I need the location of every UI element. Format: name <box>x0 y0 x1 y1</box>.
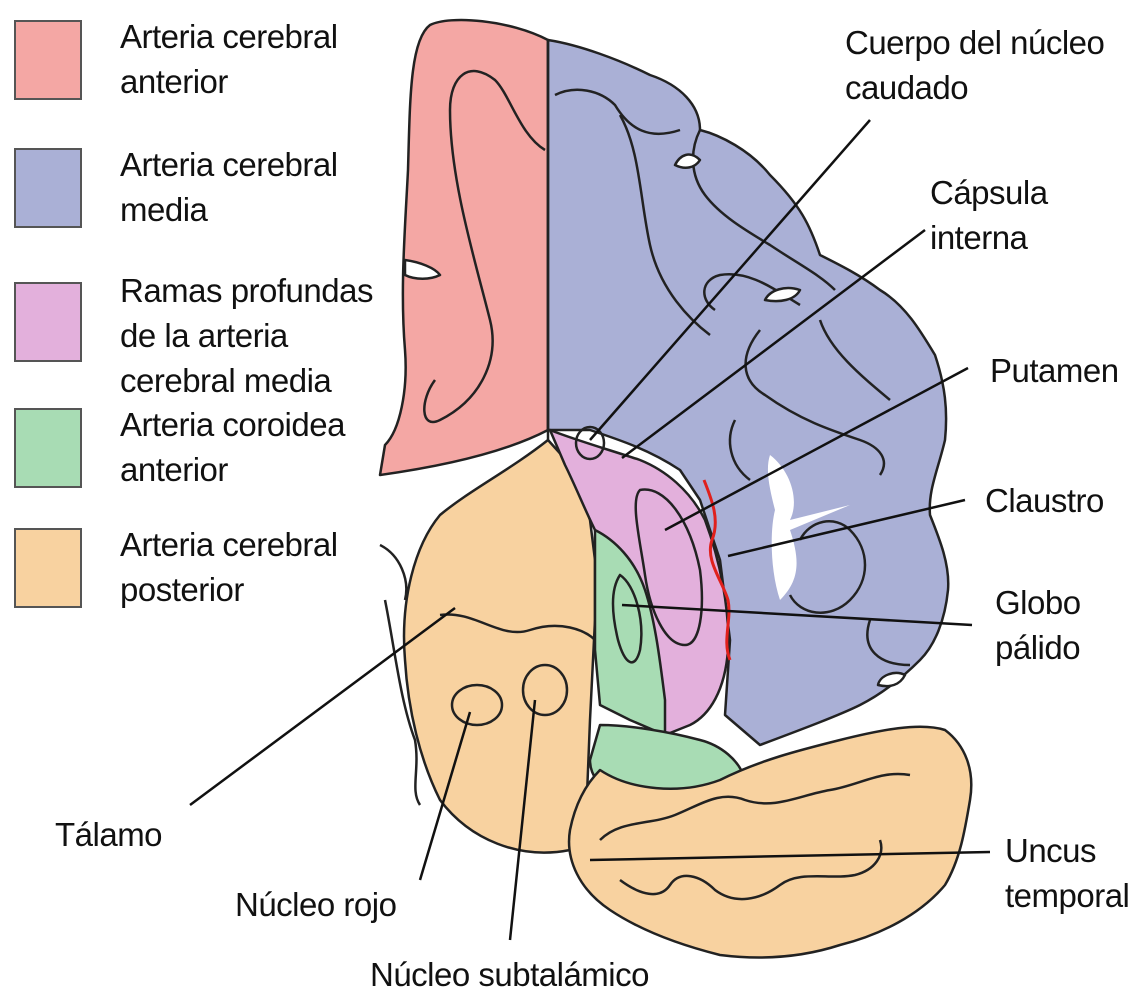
label-uncus-temporal: Uncus temporal <box>1005 828 1129 918</box>
legend-swatch-media <box>14 148 82 228</box>
legend: Arteria cerebral anterior Arteria cerebr… <box>0 0 400 640</box>
legend-label-anterior: Arteria cerebral anterior <box>120 14 338 104</box>
legend-swatch-coroidea <box>14 408 82 488</box>
region-anterior-cerebral <box>380 20 548 475</box>
legend-label-coroidea: Arteria coroidea anterior <box>120 402 345 492</box>
label-nucleo-subtalamico: Núcleo subtalámico <box>370 952 649 997</box>
label-capsula-interna: Cápsula interna <box>930 170 1048 260</box>
label-nucleo-rojo: Núcleo rojo <box>235 882 396 927</box>
legend-label-posterior: Arteria cerebral posterior <box>120 522 338 612</box>
legend-swatch-posterior <box>14 528 82 608</box>
label-globo-palido: Globo pálido <box>995 580 1081 670</box>
label-cuerpo-nucleo-caudado: Cuerpo del núcleo caudado <box>845 20 1104 110</box>
legend-swatch-profundas <box>14 282 82 362</box>
label-claustro: Claustro <box>985 478 1104 523</box>
legend-swatch-anterior <box>14 20 82 100</box>
region-posterior-thalamus <box>404 440 595 853</box>
legend-label-profundas: Ramas profundas de la arteria cerebral m… <box>120 268 373 403</box>
legend-label-media: Arteria cerebral media <box>120 142 338 232</box>
label-putamen: Putamen <box>990 348 1119 393</box>
label-talamo: Tálamo <box>55 812 162 857</box>
